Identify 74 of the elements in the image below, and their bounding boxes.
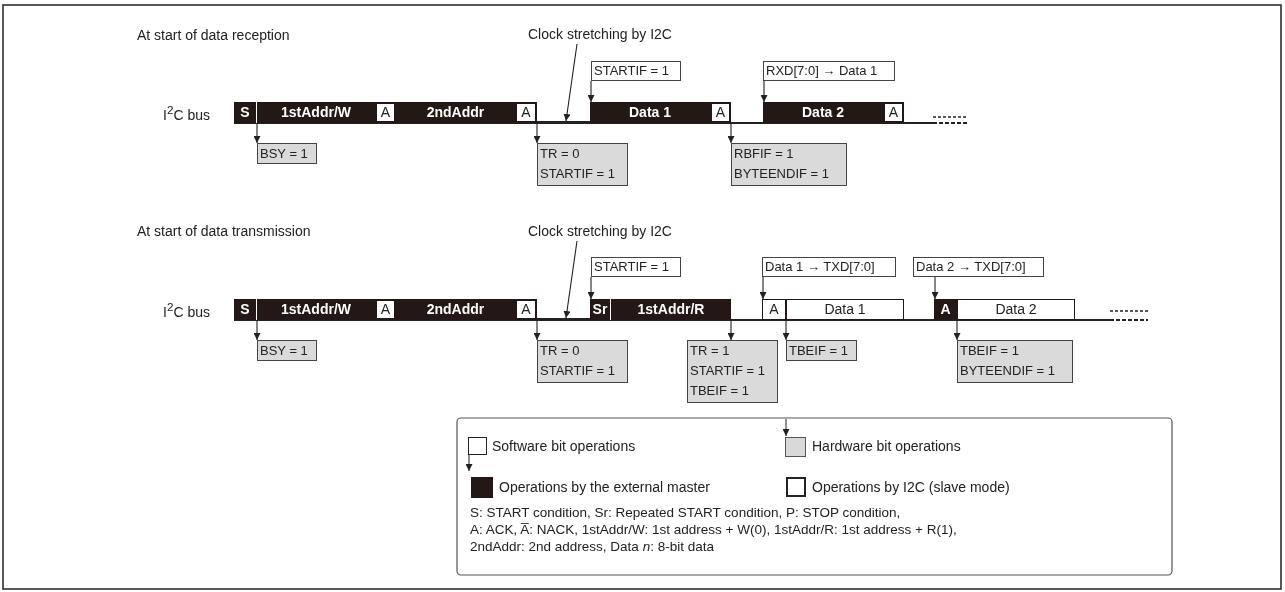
bus-segment: Data 1 bbox=[786, 299, 904, 320]
hardware-callout bbox=[957, 340, 1073, 383]
bus-segment: A bbox=[515, 299, 537, 320]
arrow bbox=[759, 276, 767, 300]
software-callout: STARTIF = 1 bbox=[591, 61, 681, 81]
flag-text: RBFIF = 1 bbox=[734, 145, 795, 163]
bus-segment: A bbox=[375, 102, 396, 123]
arrow bbox=[760, 80, 768, 103]
hardware-callout bbox=[687, 340, 778, 403]
software-callout: RXD[7:0] → Data 1 bbox=[763, 61, 895, 81]
flag-text: TBEIF = 1 bbox=[690, 382, 750, 400]
flag-text: TR = 1 bbox=[690, 342, 731, 360]
hardware-callout bbox=[537, 340, 628, 383]
arrow bbox=[563, 240, 578, 319]
arrow bbox=[563, 43, 578, 122]
arrow bbox=[727, 319, 735, 341]
legend-label: Hardware bit operations bbox=[812, 438, 961, 454]
arrow bbox=[253, 319, 261, 341]
arrow bbox=[533, 122, 541, 144]
arrow bbox=[587, 276, 595, 300]
legend-label: Operations by the external master bbox=[499, 479, 710, 495]
bus-segment: 1stAddr/W bbox=[257, 299, 375, 320]
flag-text: STARTIF = 1 bbox=[540, 165, 616, 183]
bus-segment: A bbox=[762, 299, 786, 320]
bus-line-segment bbox=[537, 318, 590, 321]
arrow bbox=[533, 319, 541, 341]
bus-segment: 1stAddr/W bbox=[257, 102, 375, 123]
annotation-text: Clock stretching by I2C bbox=[528, 24, 708, 44]
legend-label: Software bit operations bbox=[492, 438, 636, 454]
legend-note: S: START condition, Sr: Repeated START condition, P: STOP condition, bbox=[470, 505, 901, 520]
hardware-callout: TBEIF = 1 bbox=[786, 340, 857, 361]
bus-segment: A bbox=[515, 102, 537, 123]
bus-segment: A bbox=[375, 299, 396, 320]
arrow bbox=[782, 319, 790, 341]
bus-segment: 2ndAddr bbox=[396, 102, 515, 123]
bus-segment: Data 2 bbox=[763, 102, 883, 123]
software-callout: STARTIF = 1 bbox=[591, 257, 681, 277]
hardware-callout: BSY = 1 bbox=[257, 143, 317, 164]
flag-text: TR = 0 bbox=[540, 342, 581, 360]
bus-segment: S bbox=[234, 102, 257, 123]
section-heading: At start of data transmission bbox=[137, 223, 311, 239]
flag-text: TBEIF = 1 bbox=[960, 342, 1020, 360]
arrow bbox=[253, 122, 261, 144]
legend-note: A: ACK, A̅: NACK, 1stAddr/W: 1st address + W(0), 1stAddr/R: 1st address + R(1), bbox=[470, 522, 957, 537]
bus-segment: A bbox=[934, 299, 957, 320]
hardware-callout bbox=[731, 143, 847, 186]
bus-segment: S bbox=[234, 299, 257, 320]
bus-segment: 2ndAddr bbox=[396, 299, 515, 320]
section-heading: At start of data reception bbox=[137, 27, 290, 43]
arrow bbox=[953, 319, 961, 341]
legend-label: Operations by I2C (slave mode) bbox=[812, 479, 1010, 495]
annotation-text: Clock stretching by I2C bbox=[528, 221, 708, 241]
bus-label: I$^{2}$C bus bbox=[163, 103, 210, 123]
hardware-callout: BSY = 1 bbox=[257, 340, 317, 361]
flag-text: BYTEENDIF = 1 bbox=[734, 165, 830, 183]
software-callout: Data 1 → TXD[7:0] bbox=[762, 257, 896, 277]
arrow bbox=[727, 122, 735, 144]
flag-text: STARTIF = 1 bbox=[540, 362, 616, 380]
flag-text: TR = 0 bbox=[540, 145, 581, 163]
hardware-callout bbox=[537, 143, 628, 186]
bus-segment: Data 1 bbox=[590, 102, 710, 123]
arrow bbox=[931, 276, 939, 300]
bus-segment: A bbox=[883, 102, 904, 123]
bus-label: I$^{2}$C bus bbox=[163, 300, 210, 320]
bus-line-segment bbox=[537, 121, 590, 124]
arrow bbox=[587, 80, 595, 103]
bus-segment: 1stAddr/R bbox=[611, 299, 731, 320]
flag-text: BYTEENDIF = 1 bbox=[960, 362, 1056, 380]
bus-segment: Data 2 bbox=[957, 299, 1075, 320]
bus-segment: A bbox=[710, 102, 731, 123]
bus-segment: Sr bbox=[590, 299, 611, 320]
software-callout: Data 2 → TXD[7:0] bbox=[913, 257, 1044, 277]
flag-text: STARTIF = 1 bbox=[690, 362, 766, 380]
legend-note: 2ndAddr: 2nd address, Data n: 8-bit data bbox=[470, 539, 714, 554]
